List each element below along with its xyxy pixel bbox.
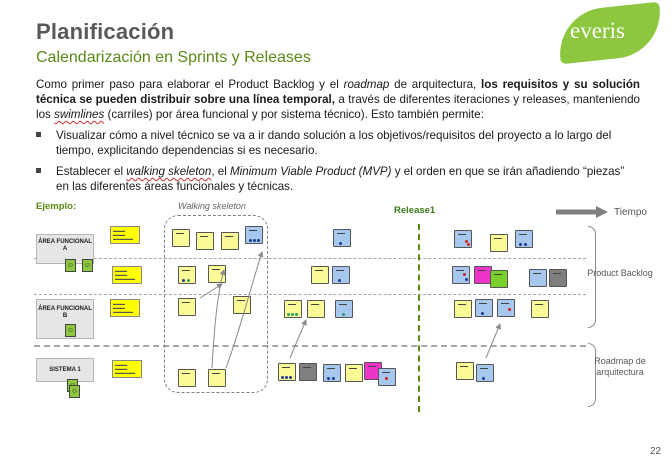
intro-roadmap: roadmap — [343, 78, 390, 91]
product-backlog-label: Product Backlog — [587, 268, 653, 278]
story-card — [178, 298, 196, 316]
swimlane-divider — [34, 258, 586, 259]
system-icon: ☺ — [69, 385, 80, 398]
story-card — [208, 369, 226, 387]
user-icon: ☺ — [82, 259, 93, 272]
page-title: Planificación — [36, 19, 175, 44]
story-card — [284, 300, 302, 318]
walking-skeleton-label: Walking skeleton — [178, 201, 246, 211]
story-card — [221, 232, 239, 250]
swimlane-divider — [34, 294, 586, 295]
row-label-sistema-1: SISTEMA 1 — [36, 358, 94, 382]
intro-text-2: de arquitectura, — [389, 78, 482, 91]
intro-swimlines: swimlines — [54, 108, 105, 121]
requirement-note: ▬▬▬ ▬▬▬▬▬▬▬▬ — [110, 299, 140, 317]
roadmap-label: Roadmap de arquitectura — [594, 356, 646, 377]
page-subtitle: Calendarización en Sprints y Releases — [36, 49, 311, 66]
story-card — [454, 300, 472, 318]
bullet-1-text: Visualizar cómo a nivel técnico se va a … — [56, 129, 612, 157]
example-label: Ejemplo: — [36, 201, 77, 212]
story-card — [196, 232, 214, 250]
story-card — [454, 230, 472, 248]
intro-text-1: Como primer paso para elaborar el Produc… — [36, 78, 344, 91]
story-card — [172, 229, 190, 247]
intro-bold: los requisitos y su solución técnica se … — [36, 78, 640, 106]
story-card — [278, 363, 296, 381]
bullet-square-icon — [36, 132, 41, 137]
story-card — [178, 266, 196, 284]
release-line — [418, 224, 420, 412]
story-card — [332, 266, 350, 284]
bullet-2-text-b: , el — [211, 165, 231, 178]
story-card — [549, 269, 567, 287]
story-card — [323, 364, 341, 382]
bullet-2-mvp: Minimum Viable Product (MVP) — [230, 165, 392, 178]
story-card — [515, 230, 533, 248]
story-card — [178, 369, 196, 387]
bullet-2-text-c: y el orden en que se irán añadiendo “pie… — [56, 165, 625, 193]
walking-skeleton-box — [164, 215, 268, 393]
time-arrow-icon — [556, 206, 608, 218]
intro-text-3: a través de diferentes iteraciones y rel… — [36, 93, 641, 121]
story-card — [456, 362, 474, 380]
swimlane-divider — [34, 345, 586, 347]
story-card — [233, 296, 251, 314]
requirement-note: ▬▬▬ ▬▬▬▬▬▬▬▬ — [112, 266, 142, 284]
bullet-square-icon — [36, 168, 41, 173]
story-card — [208, 265, 226, 283]
time-label: Tiempo — [614, 207, 647, 218]
story-card — [307, 300, 325, 318]
everis-logo: everis — [550, 1, 668, 65]
bullet-2-text: Establecer el walking skeleton, el Minim… — [56, 164, 640, 194]
bullet-2-walking-skeleton: walking skeleton — [126, 165, 212, 178]
story-card — [531, 300, 549, 318]
story-card — [497, 299, 515, 317]
requirement-note: ▬▬▬ ▬▬▬▬▬▬▬▬ — [110, 226, 140, 244]
story-card — [452, 266, 470, 284]
story-card — [475, 299, 493, 317]
story-card — [490, 270, 508, 288]
user-icon: ☺ — [65, 259, 76, 272]
page-number: 22 — [650, 446, 662, 457]
user-icon: ☺ — [65, 324, 76, 337]
story-card — [529, 269, 547, 287]
intro-text-4: (carriles) por área funcional y por sist… — [104, 108, 484, 121]
story-card — [311, 266, 329, 284]
story-card — [490, 234, 508, 252]
logo-text: everis — [570, 18, 625, 43]
release-label: Release1 — [394, 205, 436, 216]
story-card — [245, 226, 263, 244]
requirement-note: ▬▬▬ ▬▬▬▬▬▬▬▬ — [112, 360, 142, 378]
bullet-2-text-a: Establecer el — [56, 165, 127, 178]
bullet-2: Establecer el walking skeleton, el Minim… — [36, 164, 640, 194]
story-card — [333, 229, 351, 247]
story-card — [299, 363, 317, 381]
bullet-1: Visualizar cómo a nivel técnico se va a … — [36, 128, 640, 158]
story-card — [345, 364, 363, 382]
story-card — [476, 364, 494, 382]
intro-paragraph: Como primer paso para elaborar el Produc… — [36, 77, 640, 122]
story-card — [378, 368, 396, 386]
story-card — [335, 300, 353, 318]
